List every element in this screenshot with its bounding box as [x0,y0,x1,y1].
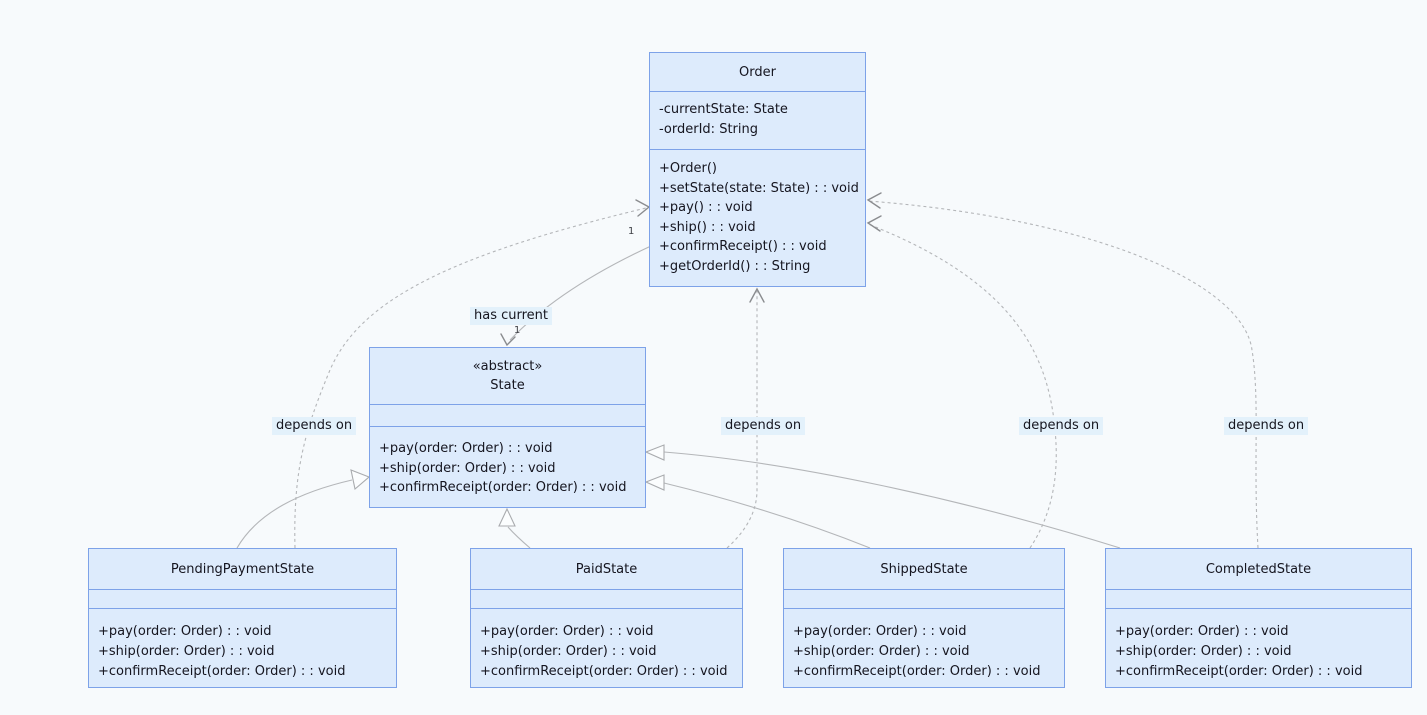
class-name: PendingPaymentState [170,561,315,577]
hollow-triangle-icon [498,507,516,527]
class-methods: +pay(order: Order) : : void +ship(order:… [89,608,396,687]
multiplicity-order-end: 1 [628,226,635,237]
method-item: +ship(order: Order) : : void [480,644,657,659]
class-methods: +pay(order: Order) : : void +ship(order:… [1106,608,1411,687]
hollow-triangle-icon [350,469,371,491]
method-item: +ship() : : void [659,219,756,235]
class-attributes [1106,589,1411,608]
open-arrowhead-icon [866,192,882,209]
class-attributes [89,589,396,608]
edge-label-depends-on-pending: depends on [272,417,357,435]
edge-dependency-completed-to-order [867,200,1259,549]
class-title: ShippedState [784,549,1064,589]
open-arrowhead-icon [635,199,651,217]
attribute-item: -orderId: String [659,121,758,137]
class-title: PaidState [471,549,742,589]
method-item: +confirmReceipt(order: Order) : : void [379,480,627,495]
class-box-pending-payment-state[interactable]: PendingPaymentState +pay(order: Order) :… [88,548,397,688]
class-methods: +pay(order: Order) : : void +ship(order:… [370,426,645,507]
method-item: +ship(order: Order) : : void [793,644,970,659]
method-item: +confirmReceipt(order: Order) : : void [480,664,728,679]
method-item: +ship(order: Order) : : void [98,644,275,659]
class-box-paid-state[interactable]: PaidState +pay(order: Order) : : void +s… [470,548,743,688]
class-attributes: -currentState: State -orderId: String [650,91,865,149]
class-attributes [784,589,1064,608]
class-title: PendingPaymentState [89,549,396,589]
open-arrowhead-icon [500,333,516,347]
class-stereotype: «abstract» [472,359,543,374]
class-attributes [471,589,742,608]
method-item: +pay() : : void [659,200,753,215]
class-methods: +Order() +setState(state: State) : : voi… [650,149,865,286]
edge-association-order-to-state [509,245,652,341]
method-item: +pay(order: Order) : : void [480,624,654,639]
edge-generalization-completed-to-state [663,451,1121,549]
multiplicity-state-end: 1 [514,325,521,336]
class-methods: +pay(order: Order) : : void +ship(order:… [784,608,1064,687]
class-name: State [490,378,525,393]
edge-label-depends-on-completed: depends on [1224,417,1309,435]
edge-label-depends-on-paid: depends on [721,417,806,435]
edge-label-has-current: has current [470,307,553,325]
class-attributes [370,404,645,426]
class-box-order[interactable]: Order -currentState: State -orderId: Str… [649,52,866,287]
open-arrowhead-icon [866,215,882,232]
method-item: +setState(state: State) : : void [659,180,859,196]
edge-dependency-paid-to-order [726,291,758,549]
attribute-item: -currentState: State [659,102,788,117]
edge-label-depends-on-shipped: depends on [1019,417,1104,435]
edge-dependency-shipped-to-order [867,223,1057,549]
class-name: Order [739,64,776,80]
open-arrowhead-icon [749,287,765,303]
method-item: +ship(order: Order) : : void [379,460,556,476]
class-title: Order [650,53,865,91]
edge-dependency-pending-to-order [294,207,647,549]
method-item: +confirmReceipt(order: Order) : : void [98,664,346,679]
method-item: +ship(order: Order) : : void [1115,644,1292,659]
edge-generalization-paid-to-state [507,526,531,549]
method-item: +getOrderId() : : String [659,258,811,274]
method-item: +pay(order: Order) : : void [1115,624,1289,639]
edge-generalization-shipped-to-state [663,482,871,549]
class-box-completed-state[interactable]: CompletedState +pay(order: Order) : : vo… [1105,548,1412,688]
method-item: +confirmReceipt(order: Order) : : void [793,664,1041,679]
hollow-triangle-icon [644,474,665,491]
class-methods: +pay(order: Order) : : void +ship(order:… [471,608,742,687]
method-item: +pay(order: Order) : : void [98,624,272,639]
class-name: CompletedState [1205,561,1312,577]
method-item: +pay(order: Order) : : void [379,441,553,456]
method-item: +confirmReceipt(order: Order) : : void [1115,664,1363,679]
class-name: ShippedState [880,561,968,577]
method-item: +confirmReceipt() : : void [659,239,827,254]
method-item: +Order() [659,161,717,176]
class-title: CompletedState [1106,549,1411,589]
edge-generalization-pending-to-state [236,479,353,549]
class-title: «abstract» State [370,348,645,404]
hollow-triangle-icon [644,444,665,461]
method-item: +pay(order: Order) : : void [793,624,967,639]
class-name: PaidState [575,561,638,577]
class-box-state[interactable]: «abstract» State +pay(order: Order) : : … [369,347,646,508]
class-box-shipped-state[interactable]: ShippedState +pay(order: Order) : : void… [783,548,1065,688]
